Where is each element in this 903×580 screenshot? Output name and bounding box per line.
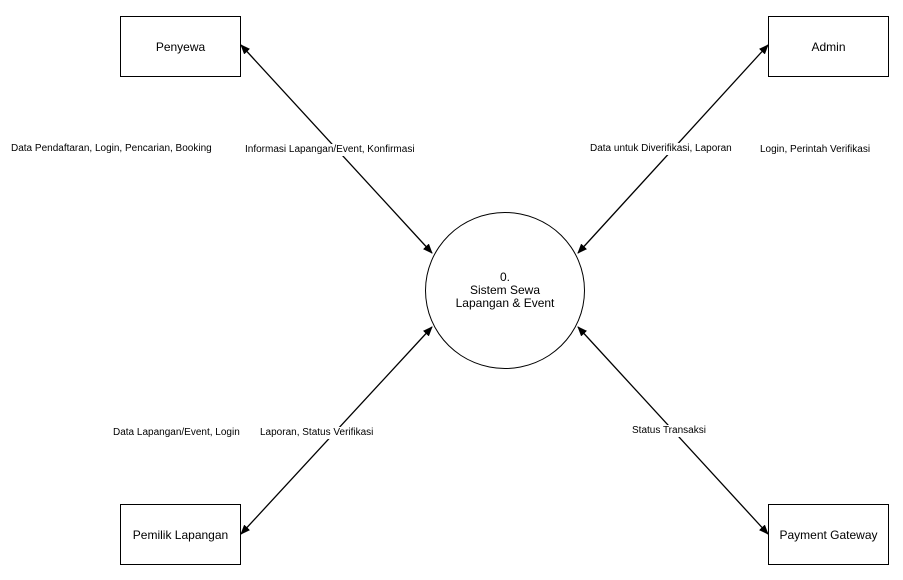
process-name: Sistem Sewa Lapangan & Event [455, 283, 555, 310]
entity-payment-gateway-label: Payment Gateway [779, 527, 878, 542]
flow-label-payment-status: Status Transaksi [631, 425, 707, 437]
flow-label-pemilik-in: Data Lapangan/Event, Login [112, 427, 241, 439]
flow-label-admin-out: Data untuk Diverifikasi, Laporan [589, 143, 733, 155]
process-circle: 0. Sistem Sewa Lapangan & Event [425, 212, 585, 369]
entity-pemilik-lapangan: Pemilik Lapangan [120, 504, 241, 565]
flow-label-pemilik-out: Laporan, Status Verifikasi [259, 427, 375, 439]
entity-payment-gateway: Payment Gateway [768, 504, 889, 565]
entity-penyewa: Penyewa [120, 16, 241, 77]
flow-label-admin-in: Login, Perintah Verifikasi [759, 144, 872, 156]
entity-penyewa-label: Penyewa [155, 39, 206, 54]
entity-admin: Admin [768, 16, 889, 77]
entity-pemilik-lapangan-label: Pemilik Lapangan [132, 527, 229, 542]
process-number: 0. [499, 270, 510, 284]
entity-admin-label: Admin [811, 39, 846, 54]
flow-label-penyewa-out: Informasi Lapangan/Event, Konfirmasi [244, 144, 416, 156]
flow-label-penyewa-in: Data Pendaftaran, Login, Pencarian, Book… [10, 143, 213, 155]
